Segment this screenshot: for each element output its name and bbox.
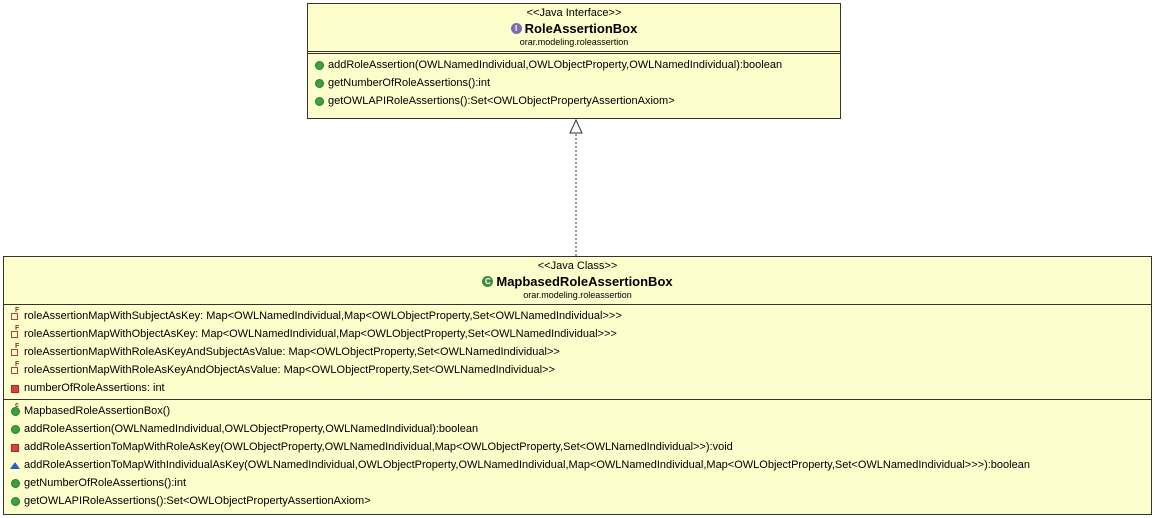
class-field-row-signature: roleAssertionMapWithRoleAsKeyAndSubjectA…	[24, 346, 560, 358]
protected-visibility-icon	[10, 460, 20, 470]
interface-header: <<Java Interface>> I RoleAssertionBox or…	[308, 4, 840, 48]
class-method-row-signature: MapbasedRoleAssertionBox()	[24, 405, 171, 417]
private-final-visibility-icon: F	[10, 307, 20, 321]
interface-methods: addRoleAssertion(OWLNamedIndividual,OWLO…	[308, 51, 840, 112]
constructor-mark-icon: c	[15, 402, 19, 409]
public-visibility-icon	[10, 424, 20, 434]
class-method-row-signature: addRoleAssertion(OWLNamedIndividual,OWLO…	[24, 423, 479, 435]
final-mark-icon: F	[15, 361, 20, 368]
class-method-row[interactable]: addRoleAssertionToMapWithRoleAsKey(OWLOb…	[10, 438, 1151, 456]
interface-box[interactable]: <<Java Interface>> I RoleAssertionBox or…	[307, 3, 841, 119]
interface-package: orar.modeling.roleassertion	[519, 37, 629, 47]
interface-method-row[interactable]: getNumberOfRoleAssertions():int	[314, 74, 840, 92]
class-header: <<Java Class>> C MapbasedRoleAssertionBo…	[4, 257, 1151, 301]
class-method-row[interactable]: getNumberOfRoleAssertions():int	[10, 474, 1151, 492]
class-methods-list: c MapbasedRoleAssertionBox() addRoleAssert…	[10, 402, 1151, 510]
class-field-row-signature: numberOfRoleAssertions: int	[24, 382, 165, 394]
interface-method-row-signature: getOWLAPIRoleAssertions():Set<OWLObjectP…	[328, 95, 675, 107]
final-mark-icon: F	[15, 307, 20, 314]
class-name-row: C MapbasedRoleAssertionBox	[4, 273, 1151, 290]
class-field-row-signature: roleAssertionMapWithObjectAsKey: Map<OWL…	[24, 328, 617, 340]
class-method-row[interactable]: c MapbasedRoleAssertionBox()	[10, 402, 1151, 420]
class-field-row-signature: roleAssertionMapWithRoleAsKeyAndObjectAs…	[24, 364, 555, 376]
class-method-row-signature: addRoleAssertionToMapWithRoleAsKey(OWLOb…	[24, 441, 733, 453]
public-visibility-icon	[314, 78, 324, 88]
class-field-row[interactable]: numberOfRoleAssertions: int	[10, 379, 1151, 397]
class-method-row[interactable]: addRoleAssertion(OWLNamedIndividual,OWLO…	[10, 420, 1151, 438]
private-final-visibility-icon: F	[10, 343, 20, 357]
private-visibility-icon	[10, 442, 20, 452]
private-final-visibility-icon: F	[10, 361, 20, 375]
class-icon: C	[482, 276, 494, 287]
interface-stereotype: <<Java Interface>>	[526, 7, 622, 19]
class-method-row-signature: getNumberOfRoleAssertions():int	[24, 477, 187, 489]
public-visibility-icon	[314, 96, 324, 106]
final-mark-icon: F	[15, 325, 20, 332]
class-method-row-signature: addRoleAssertionToMapWithIndividualAsKey…	[24, 459, 1030, 471]
interface-method-row-signature: addRoleAssertion(OWLNamedIndividual,OWLO…	[328, 59, 783, 71]
constructor-icon: c	[10, 402, 20, 416]
class-stereotype: <<Java Class>>	[537, 260, 618, 272]
interface-methods-list: addRoleAssertion(OWLNamedIndividual,OWLO…	[314, 56, 840, 110]
class-method-row[interactable]: getOWLAPIRoleAssertions():Set<OWLObjectP…	[10, 492, 1151, 510]
class-package: orar.modeling.roleassertion	[523, 290, 632, 300]
interface-method-row[interactable]: addRoleAssertion(OWLNamedIndividual,OWLO…	[314, 56, 840, 74]
interface-method-row[interactable]: getOWLAPIRoleAssertions():Set<OWLObjectP…	[314, 92, 840, 110]
interface-icon: I	[510, 23, 522, 34]
interface-name-row: I RoleAssertionBox	[308, 20, 840, 37]
final-mark-icon: F	[15, 343, 20, 350]
public-visibility-icon	[10, 496, 20, 506]
class-name: MapbasedRoleAssertionBox	[496, 274, 673, 289]
realization-arrowhead	[569, 118, 583, 134]
class-field-row-signature: roleAssertionMapWithSubjectAsKey: Map<OW…	[24, 310, 622, 322]
class-method-row[interactable]: addRoleAssertionToMapWithIndividualAsKey…	[10, 456, 1151, 474]
public-visibility-icon	[10, 478, 20, 488]
class-box[interactable]: <<Java Class>> C MapbasedRoleAssertionBo…	[3, 256, 1152, 515]
interface-name: RoleAssertionBox	[524, 21, 638, 36]
public-visibility-icon	[314, 60, 324, 70]
class-method-row-signature: getOWLAPIRoleAssertions():Set<OWLObjectP…	[24, 495, 371, 507]
class-methods: c MapbasedRoleAssertionBox() addRoleAssert…	[4, 399, 1151, 512]
private-visibility-icon	[10, 383, 20, 393]
private-final-visibility-icon: F	[10, 325, 20, 339]
interface-method-row-signature: getNumberOfRoleAssertions():int	[328, 77, 491, 89]
